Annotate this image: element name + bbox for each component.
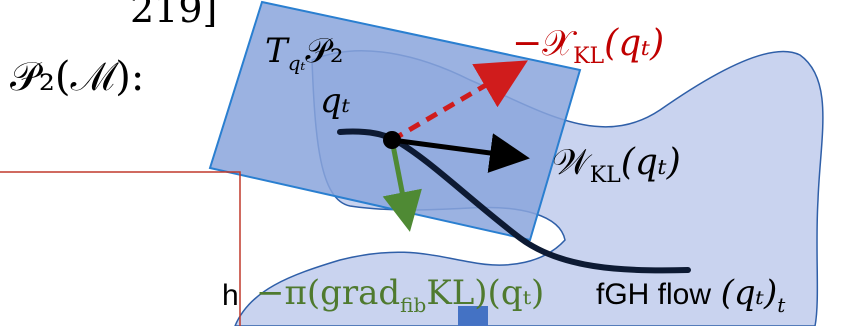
cutoff-letter: h	[222, 279, 239, 312]
space-label: 𝒫₂(ℳ):	[10, 54, 144, 100]
fiber-gradient-arrow	[382, 139, 422, 232]
fiber-gradient-label: −π(gradfibKL)(qₜ)	[256, 273, 544, 317]
tangent-space-label: Tqₜ𝒫₂	[265, 31, 344, 75]
bottom-marker	[458, 306, 488, 326]
chi-kl-arrow	[390, 60, 528, 143]
cutoff-box	[0, 171, 241, 326]
point-label: qₜ	[320, 81, 351, 121]
citation-fragment: 219]	[130, 0, 217, 31]
w-kl-label: 𝒲KL(qₜ)	[552, 142, 681, 188]
point-qt	[383, 131, 401, 149]
flow-label: fGH flow (qₜ)t	[596, 273, 786, 317]
w-kl-arrow	[391, 133, 530, 173]
chi-kl-label: −𝒳KL(qₜ)	[512, 23, 664, 69]
